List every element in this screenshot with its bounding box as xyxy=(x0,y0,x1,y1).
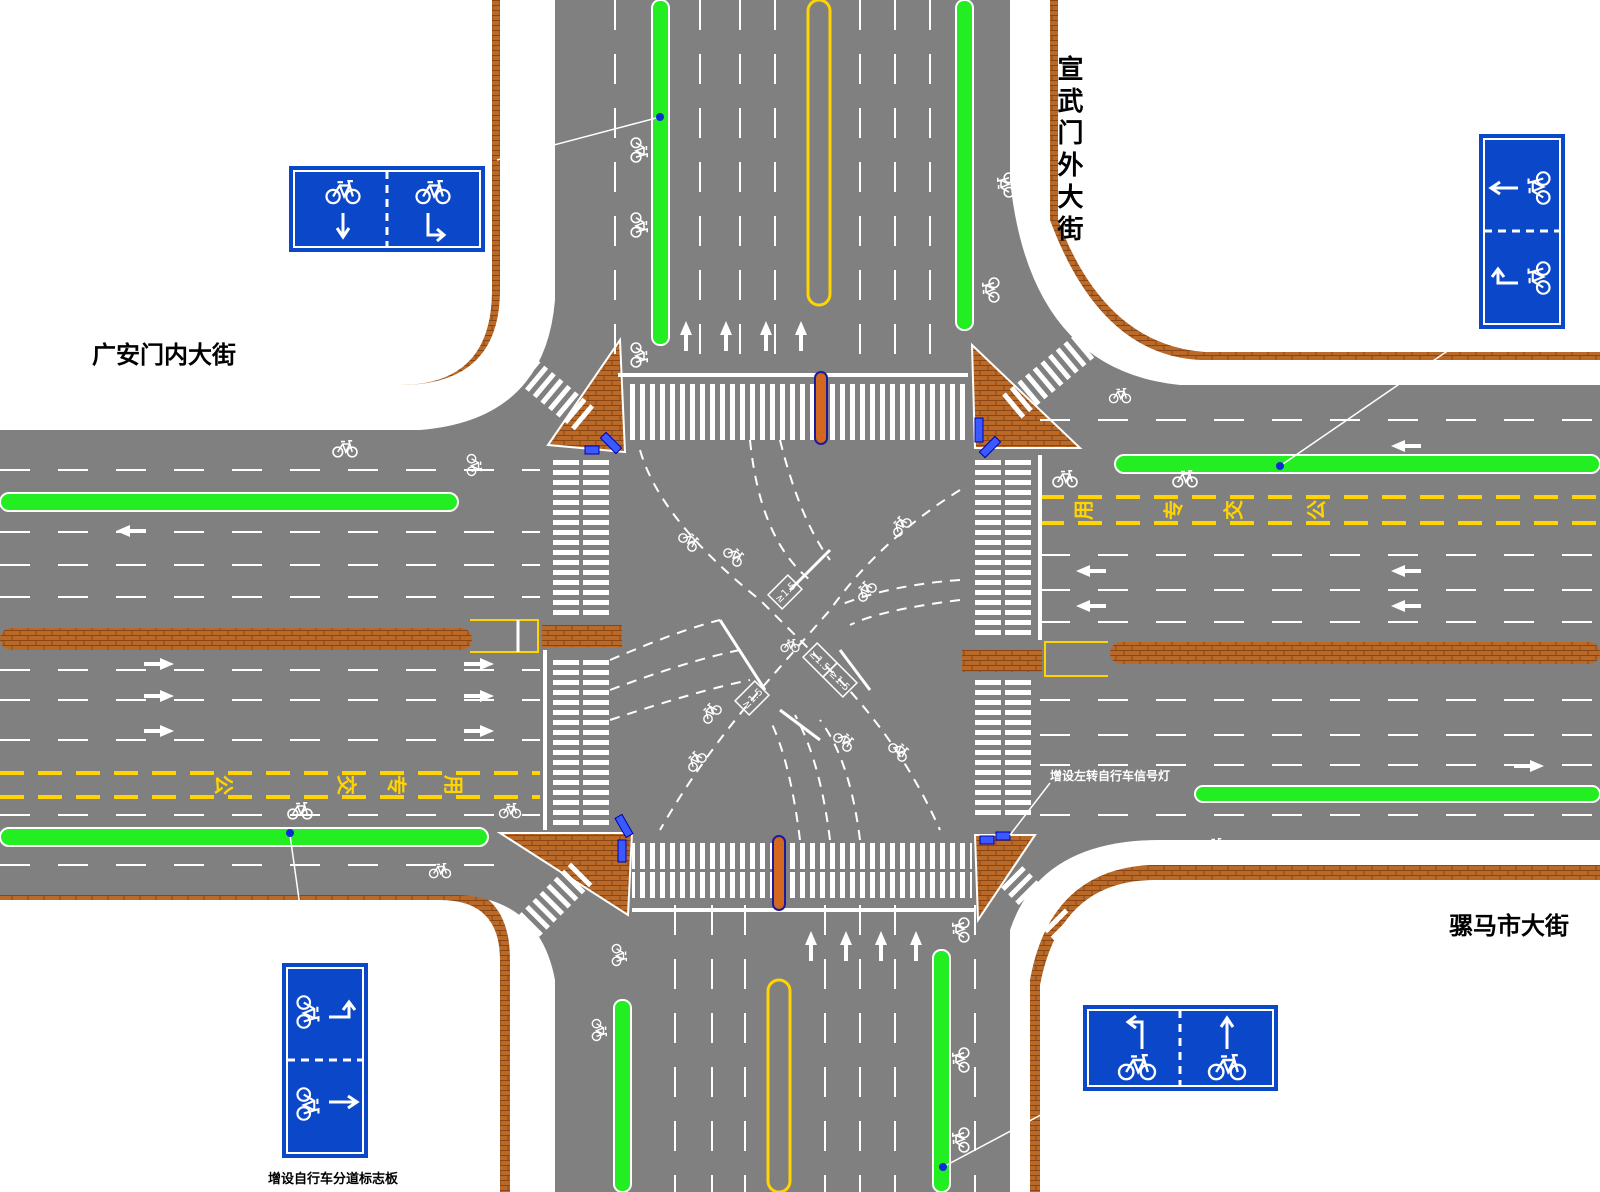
annotation-bike-signal: 增设左转自行车信号灯 xyxy=(1050,769,1171,783)
crosswalk-south-b xyxy=(632,872,972,898)
lane-lines-west xyxy=(0,469,540,866)
svg-text:专: 专 xyxy=(1162,500,1186,520)
bus-lane-text-east: 公 交 专 用 xyxy=(1072,500,1329,520)
arrow-icon xyxy=(1488,180,1518,196)
lane-lines-north xyxy=(614,0,931,370)
lane-lines-east xyxy=(1040,419,1600,816)
crosswalk-west-d xyxy=(583,655,609,825)
median-south-east xyxy=(932,949,951,1192)
street-label-west: 广安门内大街 xyxy=(92,341,236,369)
median-east-south xyxy=(1194,785,1600,803)
crosswalk-east-b xyxy=(1005,455,1031,635)
svg-text:交: 交 xyxy=(335,775,359,795)
street-label-north: 宣武门外大街 xyxy=(1053,55,1083,247)
median-north-east xyxy=(955,0,974,331)
crosswalk-east-d xyxy=(1005,675,1031,820)
lane-arrows xyxy=(116,321,1544,961)
bus-lane-text-west: 公 交 专 用 xyxy=(212,775,466,795)
crosswalk-west-c xyxy=(553,655,579,825)
center-divider-south xyxy=(766,978,792,1192)
crosswalk-north-a xyxy=(628,385,968,411)
crosswalk-north-b xyxy=(628,414,968,440)
crosswalk-south-a xyxy=(632,843,972,869)
annotation-bike-lane-sign: 增设自行车分道标志板 xyxy=(268,1172,399,1187)
svg-text:公: 公 xyxy=(1305,500,1329,520)
arrow-icon xyxy=(329,999,357,1019)
median-west-south xyxy=(0,827,489,847)
bike-signal-icon xyxy=(584,371,1011,911)
bike-lane-sign-nw xyxy=(287,164,487,254)
street-label-east: 骡马市大街 xyxy=(1449,912,1569,940)
crosswalk-east-a xyxy=(975,455,1001,635)
crosswalk-east-c xyxy=(975,675,1001,820)
sign-anchor-dots xyxy=(286,113,1284,1171)
stop-lines xyxy=(543,373,1042,912)
sign-leader-lines xyxy=(289,116,1479,1168)
median-north-west xyxy=(651,0,670,346)
arrow-icon xyxy=(329,1094,360,1110)
svg-text:专: 专 xyxy=(385,775,409,795)
arrow-icon xyxy=(335,213,351,240)
bike-lane-sign-ne xyxy=(1477,132,1567,331)
svg-text:用: 用 xyxy=(1072,500,1096,520)
crosswalk-west-a xyxy=(553,455,579,615)
arrow-icon xyxy=(426,213,447,243)
bike-lane-sign-sw xyxy=(280,961,370,1160)
median-east-north xyxy=(1114,454,1600,474)
svg-text:公: 公 xyxy=(212,775,236,795)
center-divider-north xyxy=(806,0,832,307)
arrow-icon xyxy=(1219,1015,1235,1049)
arrow-icon xyxy=(1490,266,1518,285)
median-west-north xyxy=(0,492,459,512)
median-south-west xyxy=(613,999,632,1192)
bike-lane-sign-se xyxy=(1081,1003,1280,1093)
lane-lines-south xyxy=(674,905,976,1192)
svg-text:交: 交 xyxy=(1222,500,1246,520)
svg-text:用: 用 xyxy=(442,775,466,795)
crosswalk-west-b xyxy=(583,455,609,615)
turn-guide-lines xyxy=(609,439,961,841)
separator-west xyxy=(0,628,472,650)
separator-east xyxy=(1110,642,1600,664)
arrow-icon xyxy=(1125,1014,1144,1049)
